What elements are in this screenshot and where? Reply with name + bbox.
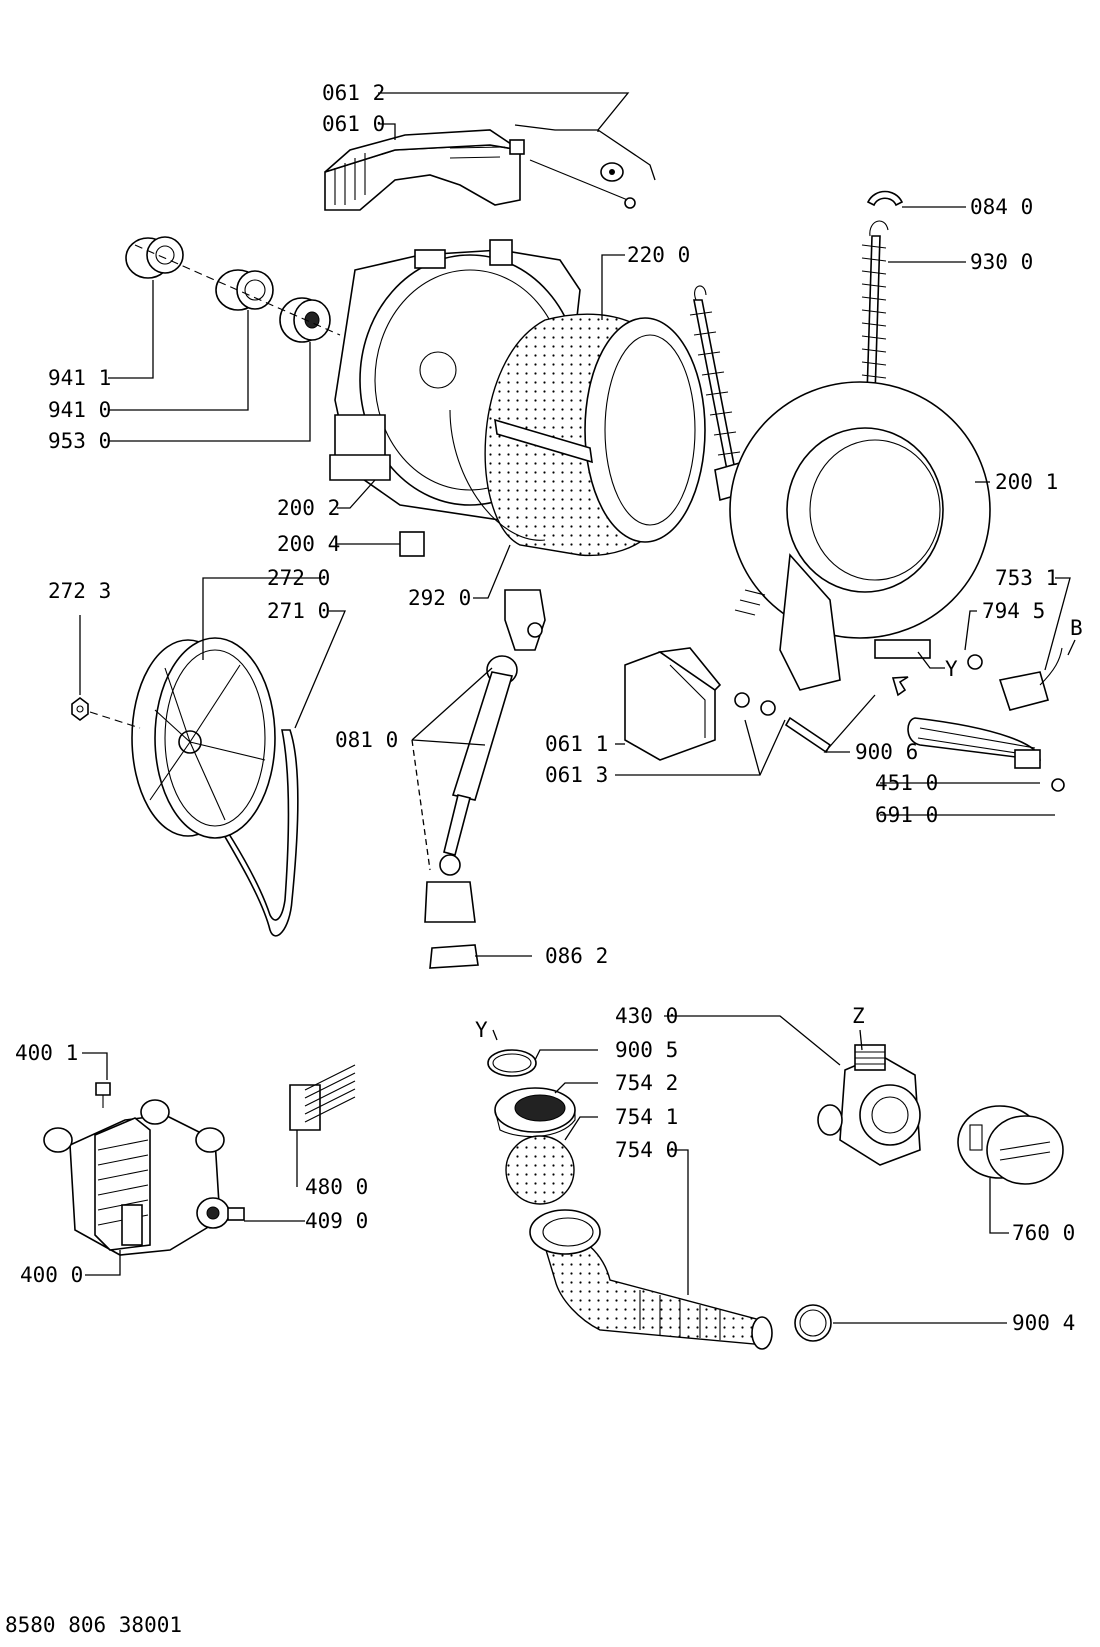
bearing-941-0-drawing bbox=[215, 269, 274, 311]
label-Y-front-tub: Y bbox=[945, 657, 958, 681]
motor-screw-400-1-drawing bbox=[95, 1082, 111, 1108]
label-Y-hose: Y bbox=[475, 1018, 488, 1042]
label-272-3: 272 3 bbox=[48, 579, 111, 603]
label-900-6: 900 6 bbox=[855, 740, 918, 764]
hose-clamp-900-5-drawing bbox=[487, 1049, 537, 1077]
pulley-drawing bbox=[131, 637, 276, 839]
heater-drawing bbox=[891, 676, 1065, 792]
drain-pump-drawing bbox=[817, 1044, 921, 1166]
label-220-0: 220 0 bbox=[627, 243, 690, 267]
leader-lines bbox=[79, 92, 1076, 1324]
pulley-nut-drawing bbox=[71, 697, 89, 721]
label-400-0: 400 0 bbox=[20, 1263, 83, 1287]
label-081-0: 081 0 bbox=[335, 728, 398, 752]
label-086-2: 086 2 bbox=[545, 944, 608, 968]
bearing-941-1-drawing bbox=[125, 236, 184, 279]
tub-seal-ring-drawing bbox=[449, 409, 546, 541]
label-200-4: 200 4 bbox=[277, 532, 340, 556]
drive-belt-drawing bbox=[179, 729, 299, 937]
label-451-0: 451 0 bbox=[875, 771, 938, 795]
label-754-1: 754 1 bbox=[615, 1105, 678, 1129]
label-B: B bbox=[1070, 616, 1083, 640]
label-409-0: 409 0 bbox=[305, 1209, 368, 1233]
clip-200-4-drawing bbox=[399, 531, 425, 557]
label-941-0: 941 0 bbox=[48, 398, 111, 422]
label-930-0: 930 0 bbox=[970, 250, 1033, 274]
drain-hose-drawing bbox=[529, 1209, 773, 1350]
label-754-2: 754 2 bbox=[615, 1071, 678, 1095]
front-tub-drawing bbox=[729, 381, 991, 691]
pump-filter-drawing bbox=[957, 1105, 1064, 1185]
ball-seat-drawing bbox=[494, 1087, 576, 1138]
label-430-0: 430 0 bbox=[615, 1004, 678, 1028]
label-271-0: 271 0 bbox=[267, 599, 330, 623]
label-400-1: 400 1 bbox=[15, 1041, 78, 1065]
label-941-1: 941 1 bbox=[48, 366, 111, 390]
label-200-1: 200 1 bbox=[995, 470, 1058, 494]
ntc-sensor-drawing bbox=[967, 647, 1063, 711]
drum-drawing bbox=[484, 313, 706, 557]
label-900-5: 900 5 bbox=[615, 1038, 678, 1062]
seal-953-0-drawing bbox=[279, 297, 331, 343]
shock-absorber-drawing bbox=[424, 589, 546, 969]
heater-bracket-drawing bbox=[624, 647, 832, 761]
label-480-0: 480 0 bbox=[305, 1175, 368, 1199]
label-200-2: 200 2 bbox=[277, 496, 340, 520]
label-900-4: 900 4 bbox=[1012, 1311, 1075, 1335]
label-691-0: 691 0 bbox=[875, 803, 938, 827]
label-084-0: 084 0 bbox=[970, 195, 1033, 219]
label-061-2: 061 2 bbox=[322, 81, 385, 105]
brush-409-0-drawing bbox=[227, 1207, 245, 1221]
label-061-0: 061 0 bbox=[322, 112, 385, 136]
spring-hook-drawing bbox=[866, 190, 904, 207]
connector-480-0-drawing bbox=[289, 1064, 356, 1131]
label-Z: Z bbox=[852, 1004, 865, 1028]
hose-clip-900-4-drawing bbox=[794, 1304, 832, 1342]
label-760-0: 760 0 bbox=[1012, 1221, 1075, 1245]
ball-valve-drawing bbox=[505, 1135, 575, 1205]
label-061-1: 061 1 bbox=[545, 732, 608, 756]
label-953-0: 953 0 bbox=[48, 429, 111, 453]
label-061-3: 061 3 bbox=[545, 763, 608, 787]
diagram-code: 8580 806 38001 bbox=[5, 1613, 182, 1637]
label-292-0: 292 0 bbox=[408, 586, 471, 610]
label-272-0: 272 0 bbox=[267, 566, 330, 590]
counterweight-drawing bbox=[324, 129, 636, 211]
motor-drawing bbox=[43, 1099, 230, 1256]
label-754-0: 754 0 bbox=[615, 1138, 678, 1162]
label-753-1: 753 1 bbox=[995, 566, 1058, 590]
label-794-5: 794 5 bbox=[982, 599, 1045, 623]
